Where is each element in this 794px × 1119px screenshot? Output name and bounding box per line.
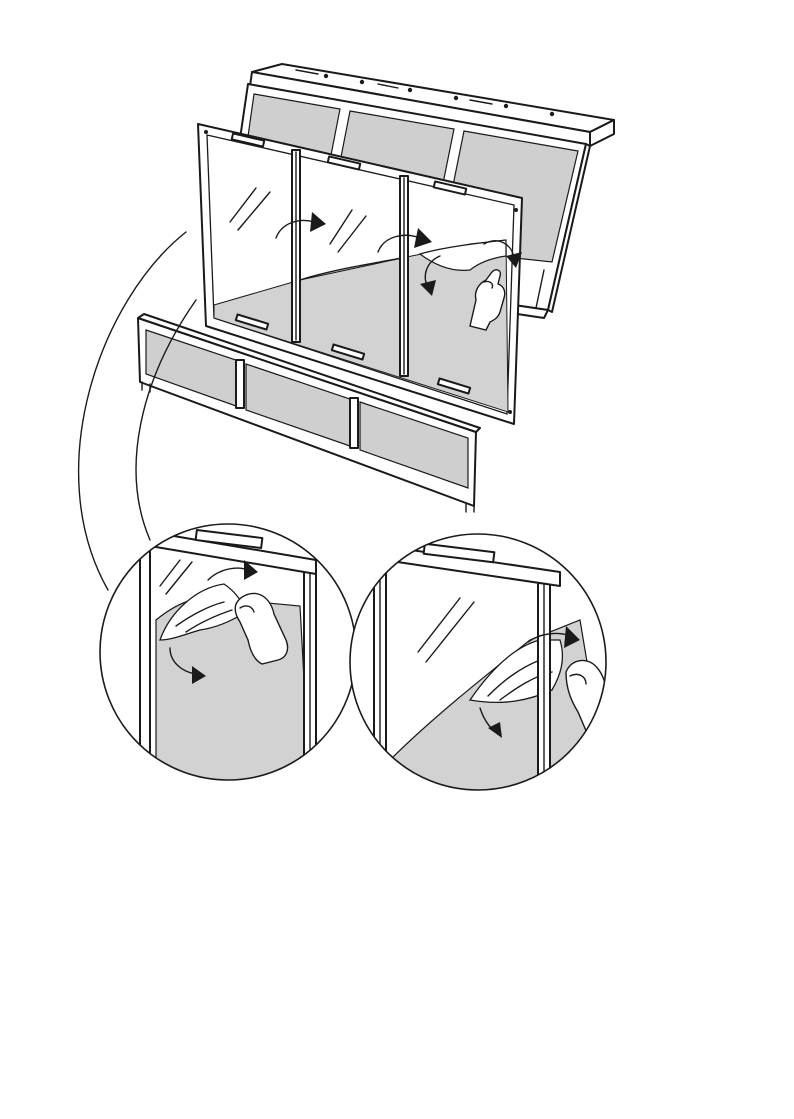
detail-circle-left <box>90 520 370 800</box>
detail-circle-right <box>350 530 650 806</box>
